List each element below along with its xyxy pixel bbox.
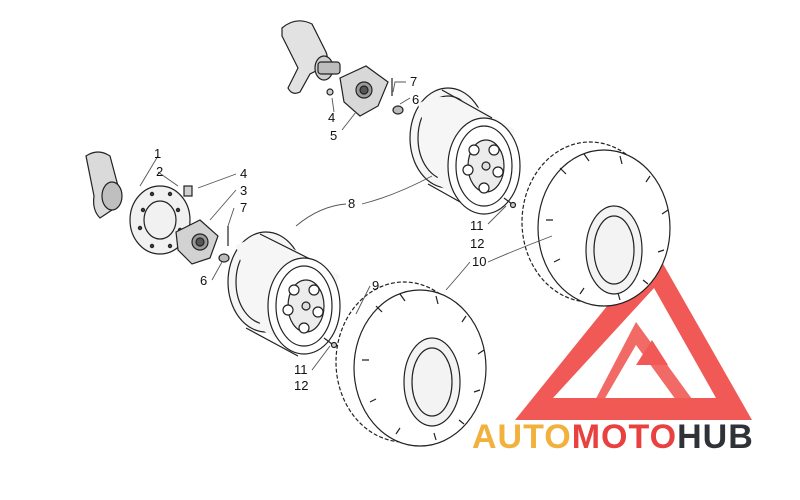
rear-rim bbox=[409, 87, 521, 215]
label-center-8: 8 bbox=[348, 196, 355, 211]
watermark-moto: MOTO bbox=[572, 418, 677, 456]
label-rear-11: 11 bbox=[470, 218, 484, 233]
label-top-5: 5 bbox=[330, 128, 337, 143]
front-rim bbox=[227, 231, 359, 357]
label-left-4: 4 bbox=[240, 166, 247, 181]
part-labels: 7 6 4 5 1 2 4 3 7 6 8 9 11 12 11 12 10 bbox=[154, 74, 486, 393]
label-left-1: 1 bbox=[154, 146, 161, 161]
label-top-7: 7 bbox=[410, 74, 417, 89]
lower-knuckle-assembly bbox=[85, 151, 230, 265]
label-tire-10: 10 bbox=[472, 254, 486, 269]
front-tire bbox=[335, 281, 487, 447]
svg-text:AUTOMOTOHUB: AUTOMOTOHUB bbox=[472, 418, 754, 456]
label-front-12: 12 bbox=[294, 378, 308, 393]
label-front-9: 9 bbox=[372, 278, 379, 293]
label-left-3: 3 bbox=[240, 183, 247, 198]
watermark-text: AUTOMOTOHUB bbox=[472, 418, 754, 456]
label-top-4: 4 bbox=[328, 110, 335, 125]
watermark-auto: AUTO bbox=[472, 418, 572, 456]
watermark-hub: HUB bbox=[677, 418, 754, 456]
label-front-11: 11 bbox=[294, 362, 308, 377]
rear-tire bbox=[521, 141, 671, 307]
leader-lines bbox=[139, 81, 553, 371]
label-left-6: 6 bbox=[200, 273, 207, 288]
label-left-7: 7 bbox=[240, 200, 247, 215]
label-left-2: 2 bbox=[156, 164, 163, 179]
label-top-6: 6 bbox=[412, 92, 419, 107]
label-rear-12: 12 bbox=[470, 236, 484, 251]
upper-knuckle-assembly bbox=[281, 20, 404, 117]
